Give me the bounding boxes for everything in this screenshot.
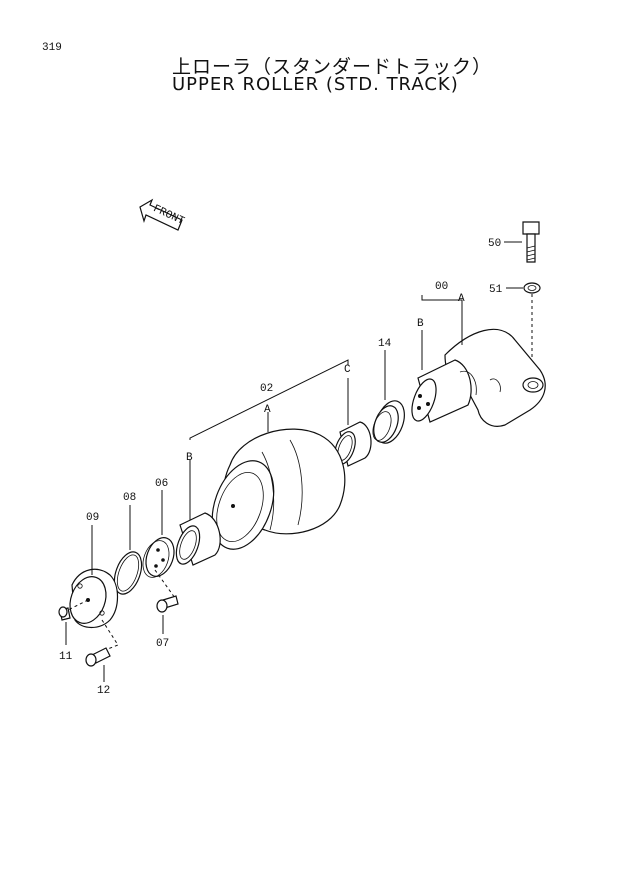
callout-09: 09 xyxy=(86,512,99,524)
callout-02: 02 xyxy=(260,383,273,395)
callout-51: 51 xyxy=(489,284,503,296)
callout-50: 50 xyxy=(488,238,501,250)
callout-00-b: B xyxy=(417,318,424,330)
roller-callout-02: 02 A B C xyxy=(186,359,351,520)
page-number: 319 xyxy=(42,42,62,54)
bracket-callout-00: 00 A B xyxy=(417,281,465,370)
title-english: UPPER ROLLER (STD. TRACK) xyxy=(172,74,459,95)
seal-part-14: 14 xyxy=(372,338,405,444)
plug-part-11: 11 xyxy=(58,606,73,663)
callout-00-a: A xyxy=(458,293,465,305)
bolt-part-12: 12 xyxy=(85,647,111,697)
plate-part-06: 06 xyxy=(142,478,176,599)
screw-part-07: 07 xyxy=(156,595,179,650)
callout-14: 14 xyxy=(378,338,392,350)
callout-02-b: B xyxy=(186,452,193,464)
callout-06: 06 xyxy=(155,478,168,490)
roller-part-02-a xyxy=(211,428,346,550)
callout-08: 08 xyxy=(123,492,136,504)
o-ring-part-08: 08 xyxy=(113,492,143,595)
shaft-bracket-part-00 xyxy=(411,328,546,427)
callout-12: 12 xyxy=(97,685,110,697)
bushing-part-02-b xyxy=(175,512,221,566)
bolt-part-50 xyxy=(504,221,540,263)
title-japanese: 上ローラ（スタンダードトラック） xyxy=(172,56,493,78)
callout-00: 00 xyxy=(435,281,448,293)
end-cap-part-09: 09 xyxy=(67,512,119,653)
callout-11: 11 xyxy=(59,651,73,663)
callout-02-a: A xyxy=(264,404,271,416)
callout-07: 07 xyxy=(156,638,169,650)
front-arrow-icon: FRONT xyxy=(139,198,186,231)
washer-part-51 xyxy=(506,282,541,372)
callout-02-c: C xyxy=(344,364,351,376)
